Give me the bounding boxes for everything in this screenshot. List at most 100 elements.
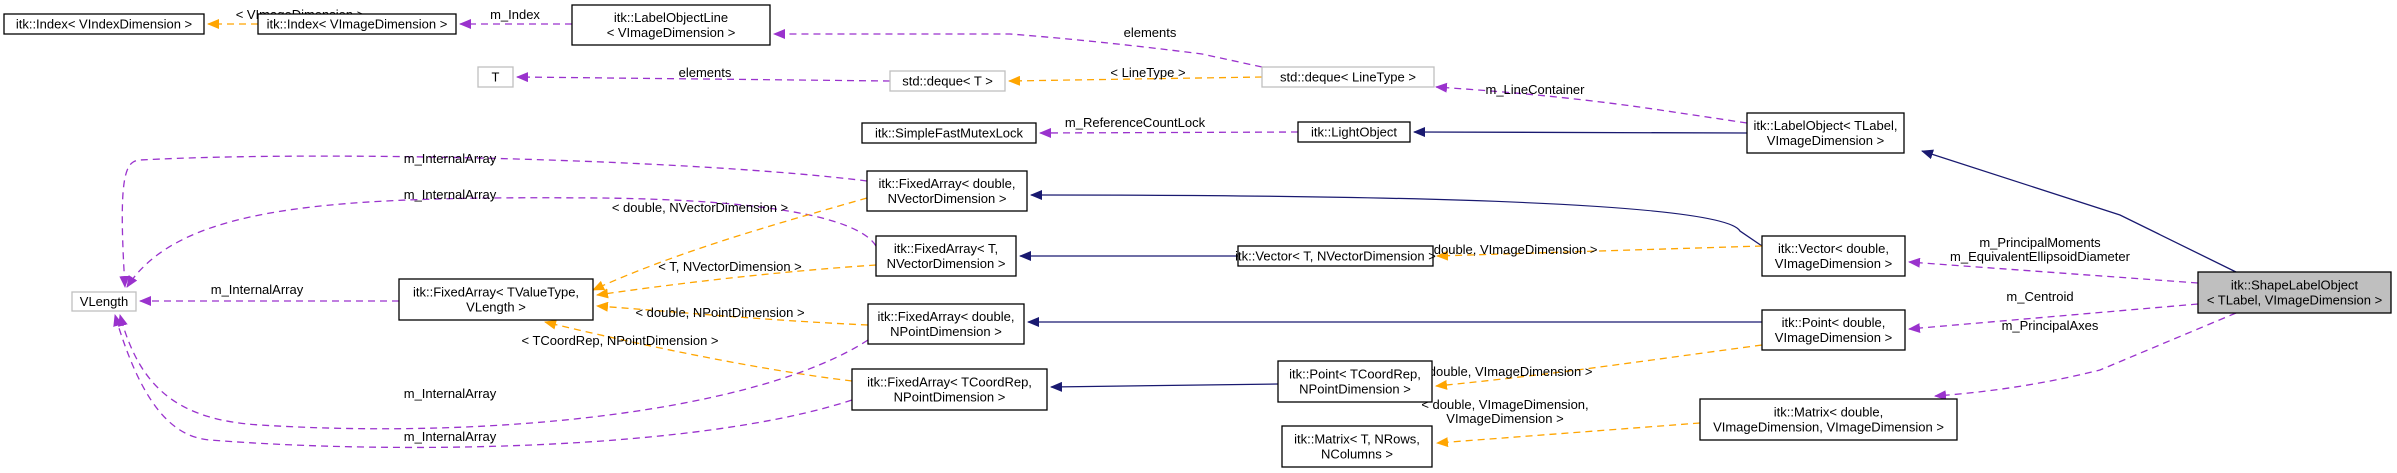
node-label: VLength >: [466, 300, 526, 315]
node-box: [3, 13, 205, 35]
usage-edge: [1934, 312, 2237, 401]
node-box: [477, 66, 514, 88]
node-label: NPointDimension >: [890, 324, 1002, 339]
node-box: [257, 13, 457, 35]
class-node-index-vindex[interactable]: itk::Index< VIndexDimension >: [3, 13, 205, 35]
node-label: itk::LightObject: [1311, 125, 1397, 140]
edge-label: m_InternalArray: [404, 151, 497, 166]
usage-edge: [1039, 127, 1299, 138]
node-label: NVectorDimension >: [887, 256, 1006, 271]
node-label: itk::FixedArray< TValueType,: [413, 285, 579, 300]
class-node-shapelabelobject: itk::ShapeLabelObject< TLabel, VImageDim…: [2197, 271, 2392, 314]
edge-label: < double, NVectorDimension >: [612, 200, 788, 215]
node-label: NVectorDimension >: [888, 191, 1007, 206]
class-node-labelobjectline[interactable]: itk::LabelObjectLine< VImageDimension >: [571, 4, 771, 46]
template-edge: [1436, 422, 1701, 448]
nodes-layer: itk::Index< VIndexDimension > itk::Index<…: [3, 4, 2392, 468]
edge-label: m_InternalArray: [404, 386, 497, 401]
node-label: VImageDimension >: [1775, 330, 1892, 345]
node-box: [1746, 112, 1905, 154]
node-label: itk::Vector< T, NVectorDimension >: [1235, 249, 1436, 264]
class-node-fa-double-nvector[interactable]: itk::FixedArray< double,NVectorDimension…: [866, 170, 1028, 212]
class-node-fa-tcoord[interactable]: itk::FixedArray< TCoordRep,NPointDimensi…: [851, 368, 1048, 411]
edge-label: m_Centroid: [2006, 289, 2073, 304]
node-label: itk::Index< VIndexDimension >: [16, 17, 192, 32]
node-label: std::deque< LineType >: [1280, 70, 1416, 85]
class-node-t: T: [477, 66, 514, 88]
node-box: [71, 291, 137, 312]
class-node-fa-t-nvector[interactable]: itk::FixedArray< T,NVectorDimension >: [875, 235, 1017, 277]
node-label: itk::ShapeLabelObject: [2231, 278, 2359, 293]
node-label: VImageDimension, VImageDimension >: [1713, 420, 1944, 435]
class-node-point-tcoord[interactable]: itk::Point< TCoordRep,NPointDimension >: [1277, 360, 1433, 403]
class-node-fa-tvalue[interactable]: itk::FixedArray< TValueType,VLength >: [398, 278, 594, 321]
template-edge: [1436, 245, 1763, 261]
node-label: itk::FixedArray< T,: [894, 241, 998, 256]
class-node-labelobject[interactable]: itk::LabelObject< TLabel,VImageDimension…: [1746, 112, 1905, 154]
edge-label: m_LineContainer: [1485, 82, 1585, 97]
class-node-lightobject[interactable]: itk::LightObject: [1297, 121, 1411, 143]
usage-edge: [118, 314, 869, 430]
node-label: itk::Vector< double,: [1778, 241, 1889, 256]
node-box: [2197, 271, 2392, 314]
template-edge: [596, 264, 877, 299]
node-label: T: [492, 70, 500, 85]
class-node-matrix-double[interactable]: itk::Matrix< double,VImageDimension, VIm…: [1699, 398, 1958, 441]
usage-edge: [126, 197, 877, 288]
template-edge: [596, 301, 869, 326]
edge-label: m_EquivalentEllipsoidDiameter: [1950, 249, 2131, 264]
class-node-vlength: VLength: [71, 291, 137, 312]
node-box: [861, 122, 1037, 144]
node-box: [866, 170, 1028, 212]
class-node-fa-double-npoint[interactable]: itk::FixedArray< double,NPointDimension …: [867, 303, 1025, 345]
node-label: itk::LabelObjectLine: [614, 10, 728, 25]
class-node-index-vimage[interactable]: itk::Index< VImageDimension >: [257, 13, 457, 35]
template-edge: [592, 197, 868, 291]
node-label: VLength: [80, 294, 128, 309]
inheritance-edge: [1050, 381, 1279, 392]
edge-label: VImageDimension >: [1446, 411, 1563, 426]
node-label: itk::Matrix< T, NRows,: [1294, 432, 1420, 447]
usage-edge: [119, 155, 868, 288]
node-label: VImageDimension >: [1775, 256, 1892, 271]
class-node-mutexlock[interactable]: itk::SimpleFastMutexLock: [861, 122, 1037, 144]
node-label: itk::FixedArray< double,: [879, 176, 1016, 191]
inheritance-edge: [1030, 190, 1763, 247]
node-label: < VImageDimension >: [607, 25, 736, 40]
node-label: itk::Point< double,: [1782, 315, 1886, 330]
edge-label: m_PrincipalAxes: [2002, 318, 2099, 333]
node-label: NPointDimension >: [894, 390, 1006, 405]
node-label: itk::Point< TCoordRep,: [1289, 367, 1421, 382]
node-box: [571, 4, 771, 46]
inheritance-edge: [1921, 149, 2237, 273]
usage-edge: [1908, 257, 2199, 284]
node-box: [1277, 360, 1433, 403]
node-box: [1261, 66, 1435, 88]
node-label: itk::Matrix< double,: [1774, 405, 1883, 420]
class-node-deque-linetype: std::deque< LineType >: [1261, 66, 1435, 88]
edge-label: m_PrincipalMoments: [1979, 235, 2101, 250]
edge-label: < double, VImageDimension >: [1418, 364, 1593, 379]
edge-label: < double, NPointDimension >: [635, 305, 804, 320]
class-node-matrix-t[interactable]: itk::Matrix< T, NRows,NColumns >: [1281, 425, 1433, 468]
class-node-point-double[interactable]: itk::Point< double,VImageDimension >: [1761, 309, 1906, 351]
class-node-vector-t[interactable]: itk::Vector< T, NVectorDimension >: [1235, 245, 1436, 267]
edge-label: elements: [679, 65, 732, 80]
class-node-vector-double[interactable]: itk::Vector< double,VImageDimension >: [1761, 235, 1906, 277]
edge-label: m_ReferenceCountLock: [1065, 115, 1206, 130]
usage-edge: [113, 314, 853, 449]
edge-label: m_Index: [490, 7, 540, 22]
edge-label: < T, NVectorDimension >: [658, 259, 802, 274]
node-box: [875, 235, 1017, 277]
node-box: [1761, 309, 1906, 351]
node-label: itk::Index< VImageDimension >: [267, 17, 448, 32]
edge-label: m_InternalArray: [404, 429, 497, 444]
node-box: [1281, 425, 1433, 468]
node-label: NColumns >: [1321, 447, 1393, 462]
usage-edge: [1435, 82, 1748, 124]
node-box: [1297, 121, 1411, 143]
edge-label: m_InternalArray: [404, 187, 497, 202]
edge-label: elements: [1124, 25, 1177, 40]
edge-label: < TCoordRep, NPointDimension >: [521, 333, 718, 348]
class-node-deque-t: std::deque< T >: [889, 70, 1006, 92]
